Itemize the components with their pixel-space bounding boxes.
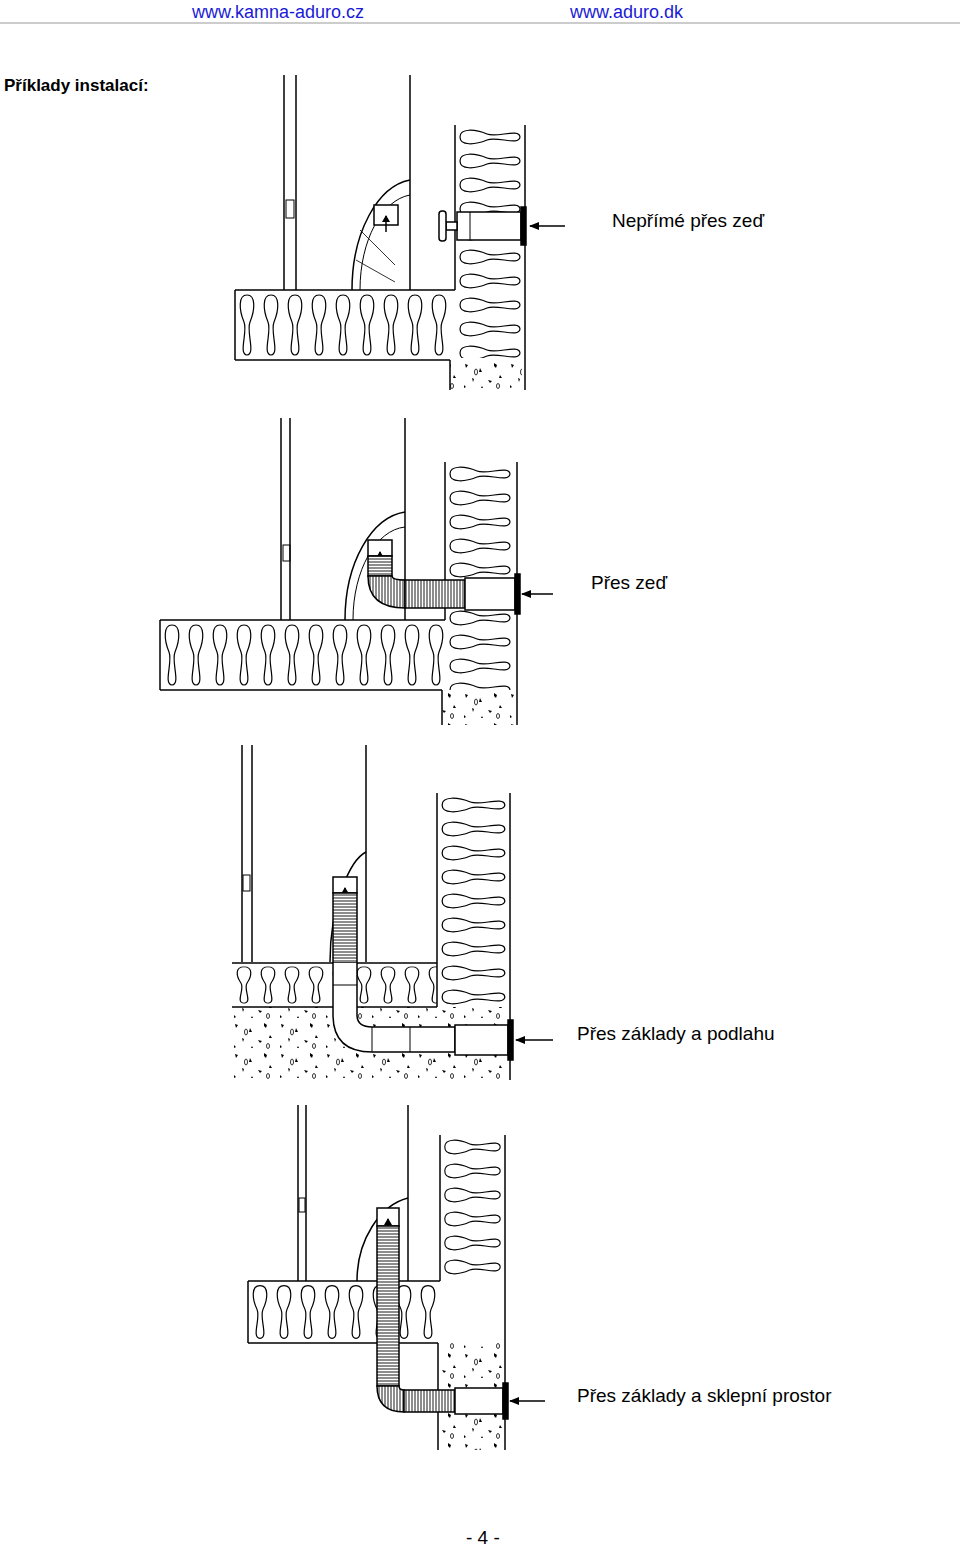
install-label: Nepřímé přes zeď	[612, 210, 764, 232]
page-title: Příklady instalací:	[4, 76, 149, 96]
install-label: Přes základy a sklepní prostor	[577, 1385, 832, 1407]
header-url: www.aduro.dk	[570, 2, 683, 23]
install-label: Přes zeď	[591, 572, 667, 594]
header-url: www.kamna-aduro.cz	[192, 2, 364, 23]
page-number: - 4 -	[466, 1527, 500, 1547]
install-label: Přes základy a podlahu	[577, 1023, 775, 1045]
